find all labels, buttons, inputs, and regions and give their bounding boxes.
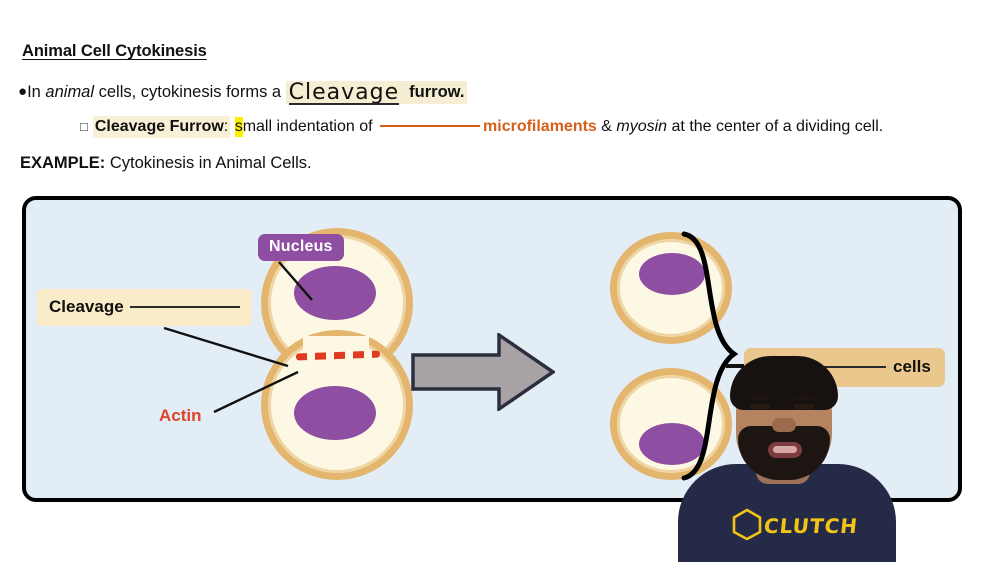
handwritten-answer-slot[interactable]: Cleavage furrow. [285, 80, 468, 105]
text-cursor-highlight[interactable]: s [234, 117, 243, 137]
square-bullet-glyph: □ [80, 119, 88, 134]
label-nucleus: Nucleus [258, 234, 344, 261]
bullet2-text-a: mall indentation of [242, 118, 378, 135]
diagram-panel: Nucleus Cleavage Actin cells [22, 196, 962, 502]
bullet2-text-c: at the center of a dividing cell. [667, 118, 884, 135]
bullet1-text-after: furrow. [409, 83, 465, 101]
presenter-eye-right [794, 404, 814, 409]
handwritten-answer: Cleavage [288, 80, 400, 105]
bullet2-text-b: & [596, 118, 617, 135]
bullet1-text-mid: cells, cytokinesis forms a [94, 83, 286, 101]
brand-wordmark: CLUTCH [762, 514, 860, 538]
presenter-nose [772, 418, 796, 432]
label-cleavage-text: Cleavage [49, 297, 124, 316]
fill-in-blank-microfilaments[interactable] [380, 125, 481, 127]
label-cleavage-underline [129, 306, 240, 308]
nucleus-bottom [294, 386, 376, 440]
label-actin: Actin [159, 406, 202, 425]
bullet-line-2: □ Cleavage Furrow: small indentation of m… [80, 116, 884, 138]
presenter-eyebrow-right [793, 395, 815, 400]
term-cleavage-furrow: Cleavage Furrow [94, 118, 224, 135]
label-cells-text: cells [893, 357, 931, 376]
presenter-eye-left [750, 404, 770, 409]
bullet-line-1: ●In animal cells, cytokinesis forms a Cl… [18, 78, 468, 105]
daughter-cell-bottom [610, 368, 732, 480]
daughter-nucleus-bottom [639, 423, 705, 465]
bullet1-emphasis: animal [45, 83, 95, 101]
example-text: Cytokinesis in Animal Cells. [109, 154, 312, 172]
keyword-microfilaments: microfilaments [483, 118, 597, 135]
grouping-brace [681, 231, 739, 481]
page-title: Animal Cell Cytokinesis [22, 42, 207, 60]
label-cleavage-blank[interactable]: Cleavage [37, 289, 252, 326]
bullet-glyph: ● [18, 83, 28, 100]
hexagon-logo-icon [732, 508, 762, 540]
presenter-eyebrow-left [749, 395, 771, 400]
example-label: EXAMPLE: [20, 154, 106, 172]
daughter-nucleus-top [639, 253, 705, 295]
dividing-cell-figure [258, 228, 418, 480]
presenter-teeth [773, 446, 797, 453]
example-line: EXAMPLE: Cytokinesis in Animal Cells. [20, 154, 312, 173]
presenter-hair [730, 356, 838, 410]
transition-arrow-icon [411, 333, 555, 411]
nucleus-top [294, 266, 376, 320]
bullet1-text-before: In [27, 83, 46, 101]
daughter-cell-top [610, 232, 732, 344]
answer-underline [288, 103, 400, 105]
term-colon: : [223, 118, 229, 135]
bullet2-emphasis-myosin: myosin [616, 118, 668, 135]
presenter-webcam-overlay: CLUTCH [660, 338, 910, 562]
